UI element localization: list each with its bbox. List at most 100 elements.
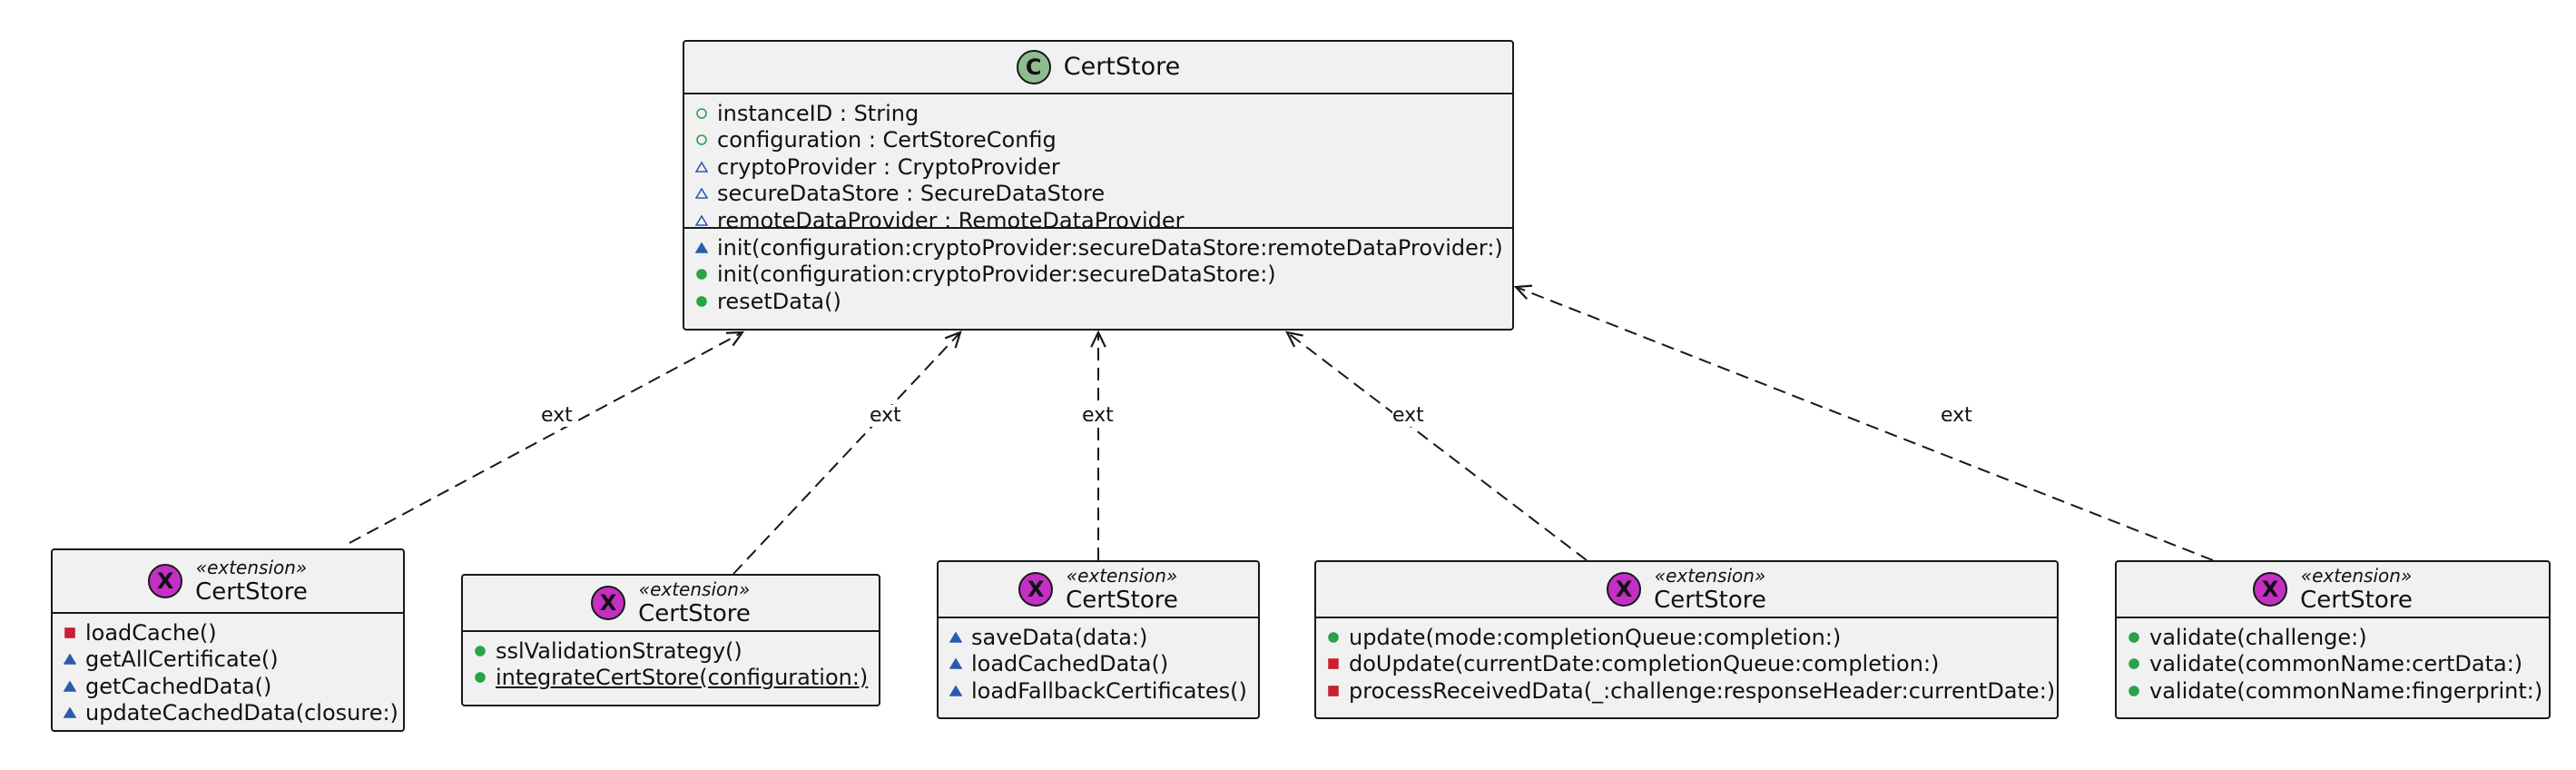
class-name: CertStore xyxy=(1063,53,1181,81)
extension-edge-4 xyxy=(1286,331,1588,561)
extension-box-1[interactable]: X «extension»CertStore loadCache()getAllCe… xyxy=(51,548,405,732)
extension-header: X «extension»CertStore xyxy=(53,550,403,614)
public-visibility-icon xyxy=(475,672,486,684)
class-header: C CertStore xyxy=(684,42,1512,94)
method-row-text: loadFallbackCertificates() xyxy=(971,677,1247,704)
package-visibility-icon xyxy=(64,706,76,719)
field-row-text: instanceID : String xyxy=(717,100,919,126)
public-visibility-icon xyxy=(696,295,707,307)
methods-section: loadCache()getAllCertificate()getCachedD… xyxy=(53,614,403,730)
method-row-text: sslValidationStrategy() xyxy=(496,637,742,664)
method-row: getAllCertificate() xyxy=(64,647,392,674)
extension-edge-1 xyxy=(349,331,743,544)
method-row: init(configuration:cryptoProvider:secure… xyxy=(695,234,1503,262)
private-visibility-icon xyxy=(1328,685,1339,696)
method-row: processReceivedData(_:challenge:response… xyxy=(1327,677,2055,705)
private-visibility-icon xyxy=(64,627,75,638)
extension-badge-icon: X xyxy=(591,586,626,620)
package-visibility-icon xyxy=(949,657,962,670)
private-visibility-icon xyxy=(1328,658,1339,670)
arrowhead-icon xyxy=(1090,330,1106,348)
methods-section: validate(challenge:)validate(commonName:… xyxy=(2117,618,2549,708)
field-row: remoteDataProvider : RemoteDataProvider xyxy=(695,207,1501,234)
public-visibility-icon xyxy=(696,269,707,281)
public-visibility-icon xyxy=(696,134,707,146)
field-row-text: cryptoProvider : CryptoProvider xyxy=(717,153,1060,180)
extension-edge-5 xyxy=(1515,286,2214,561)
extension-header: X«extension»CertStore xyxy=(939,562,1258,618)
method-row: validate(challenge:) xyxy=(2128,624,2538,651)
edge-label: ext xyxy=(870,404,901,427)
methods-section: update(mode:completionQueue:completion:)… xyxy=(1316,618,2057,708)
field-row: cryptoProvider : CryptoProvider xyxy=(695,153,1501,181)
method-row-text: saveData(data:) xyxy=(971,624,1148,650)
method-row: loadFallbackCertificates() xyxy=(949,677,1247,705)
package-visibility-icon xyxy=(695,161,708,173)
extension-name: CertStore xyxy=(1066,586,1178,614)
methods-section: saveData(data:)loadCachedData()loadFallb… xyxy=(939,618,1258,708)
method-row-text: getCachedData() xyxy=(85,673,272,699)
field-row: instanceID : String xyxy=(695,100,1501,127)
extension-name: CertStore xyxy=(1654,586,1766,614)
public-visibility-icon xyxy=(696,107,707,119)
extension-badge-icon: X xyxy=(1018,572,1054,607)
method-row-text: integrateCertStore(configuration:) xyxy=(496,665,869,691)
method-row-text: getAllCertificate() xyxy=(85,647,279,673)
extension-header: X«extension»CertStore xyxy=(2117,562,2549,618)
extension-badge-icon: X xyxy=(148,564,183,598)
stereotype-label: «extension» xyxy=(638,578,751,600)
method-row-text: loadCachedData() xyxy=(971,651,1169,677)
methods-section: sslValidationStrategy()integrateCertStor… xyxy=(463,632,879,695)
stereotype-label: «extension» xyxy=(195,556,308,578)
extension-edge-2 xyxy=(732,331,961,575)
method-row: saveData(data:) xyxy=(949,624,1247,651)
method-row: loadCachedData() xyxy=(949,651,1247,678)
method-row: init(configuration:cryptoProvider:secure… xyxy=(695,262,1501,289)
extension-name: CertStore xyxy=(195,578,308,606)
edge-label: ext xyxy=(1392,404,1424,427)
field-row: secureDataStore : SecureDataStore xyxy=(695,181,1501,208)
edge-label: ext xyxy=(1082,404,1114,427)
method-row-text: doUpdate(currentDate:completionQueue:com… xyxy=(1349,651,1940,677)
package-visibility-icon xyxy=(949,685,962,696)
field-row: configuration : CertStoreConfig xyxy=(695,127,1501,154)
method-row-text: init(configuration:cryptoProvider:secure… xyxy=(717,234,1503,261)
method-row: doUpdate(currentDate:completionQueue:com… xyxy=(1327,651,2046,678)
method-row: resetData() xyxy=(695,288,1501,315)
package-visibility-icon xyxy=(949,631,962,643)
package-visibility-icon xyxy=(64,653,76,666)
method-row-text: updateCachedData(closure:) xyxy=(85,700,398,726)
public-visibility-icon xyxy=(2129,658,2139,670)
package-visibility-icon xyxy=(695,242,708,253)
method-row: updateCachedData(closure:) xyxy=(64,700,398,727)
method-row-text: validate(commonName:fingerprint:) xyxy=(2149,677,2543,704)
method-row: getCachedData() xyxy=(64,673,392,700)
method-row-text: init(configuration:cryptoProvider:secure… xyxy=(717,262,1276,288)
method-row-text: validate(challenge:) xyxy=(2149,624,2367,650)
package-visibility-icon xyxy=(695,214,708,226)
method-row: validate(commonName:fingerprint:) xyxy=(2128,677,2542,705)
extension-badge-icon: X xyxy=(2253,572,2288,607)
arrowhead-icon xyxy=(1284,331,1303,348)
arrowhead-icon xyxy=(1513,284,1533,300)
public-visibility-icon xyxy=(1328,631,1339,643)
method-row-text: loadCache() xyxy=(85,619,217,646)
edge-label: ext xyxy=(1941,404,1972,427)
arrowhead-icon xyxy=(725,331,745,347)
class-badge-icon: C xyxy=(1016,50,1051,84)
method-row: update(mode:completionQueue:completion:) xyxy=(1327,624,2046,651)
package-visibility-icon xyxy=(64,680,76,692)
method-row: validate(commonName:certData:) xyxy=(2128,651,2538,678)
method-row: integrateCertStore(configuration:) xyxy=(474,665,868,692)
methods-section: init(configuration:cryptoProvider:secure… xyxy=(684,229,1512,319)
method-row: sslValidationStrategy() xyxy=(474,637,868,665)
public-visibility-icon xyxy=(2129,685,2139,696)
public-visibility-icon xyxy=(475,645,486,656)
